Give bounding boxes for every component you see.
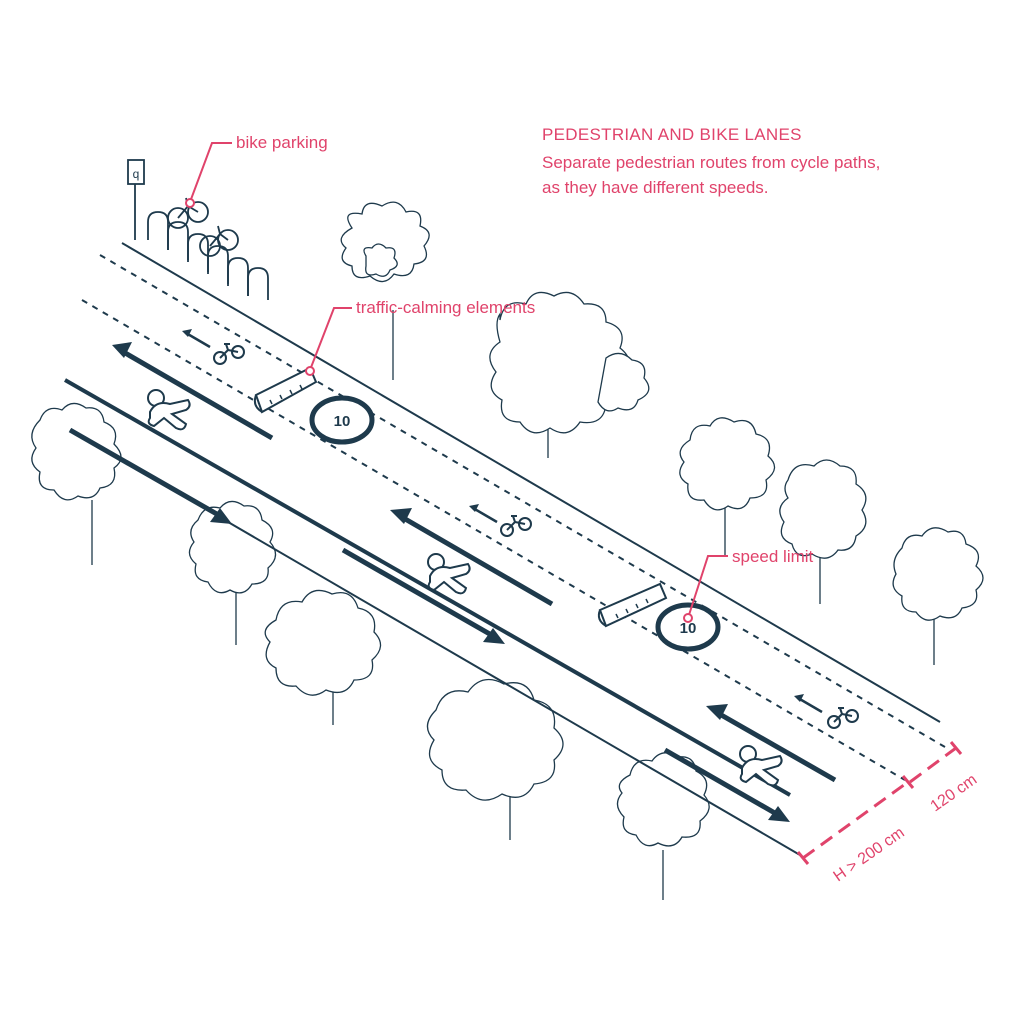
callout-dot [683, 613, 693, 623]
road-outer-edge-top [121, 242, 941, 723]
pedestrian-width-label: H > 200 cm [831, 824, 908, 885]
speed-limit-sign: 10 [309, 395, 375, 445]
bike-parking: q [127, 159, 269, 300]
speed-limit-sign: 10 [655, 602, 721, 652]
bicycle-icon [827, 707, 859, 729]
bike-parking-leader [189, 142, 232, 203]
bike-parking-label: bike parking [236, 133, 328, 152]
bicycle-icon [500, 515, 532, 537]
pedestrian-icon [739, 745, 783, 787]
callout-leaders [185, 142, 728, 623]
bike-arrow-icon [794, 694, 823, 714]
tree-icon [426, 678, 564, 840]
bike-width-dimension [909, 746, 957, 784]
speed-limit-value: 10 [334, 413, 351, 430]
arrow-left-icon [390, 508, 554, 607]
tree-group-lower [31, 402, 710, 900]
tree-icon [892, 527, 984, 665]
pedestrian-markings [147, 389, 783, 787]
tree-icon [340, 201, 430, 380]
traffic-calming-label: traffic-calming elements [356, 298, 535, 317]
parking-sign-icon [127, 159, 145, 185]
traffic-calming-leader [309, 307, 352, 371]
traffic-calming-elements [253, 366, 668, 628]
arrow-left-icon [706, 704, 837, 783]
speed-bump-icon [597, 582, 668, 628]
dimension-tick [949, 741, 963, 755]
parking-sign-label: q [133, 167, 140, 181]
pedestrian-lane-bold-edge [64, 378, 791, 797]
speed-limit-label: speed limit [732, 547, 814, 566]
dimension-tick [796, 851, 810, 865]
tree-icon [489, 291, 650, 458]
tree-icon [679, 417, 776, 556]
bicycle-icon [213, 343, 245, 365]
speed-limit-value: 10 [680, 620, 697, 637]
speed-limit-leader [687, 555, 728, 619]
dimension-markers [796, 741, 963, 865]
arrow-left-icon [112, 342, 274, 441]
bike-arrow-icon [469, 504, 498, 524]
dimension-tick [901, 775, 915, 789]
page-title: PEDESTRIAN AND BIKE LANES [542, 125, 802, 144]
bicycle-markings [213, 343, 859, 729]
pedestrian-icon [147, 389, 191, 431]
callout-dot [185, 198, 195, 208]
description-line-2: as they have different speeds. [542, 178, 769, 197]
parked-bicycle-icon [199, 225, 239, 257]
arrow-right-icon [341, 547, 505, 644]
bike-arrow-icon [182, 329, 211, 349]
bike-lane-divider-bottom [81, 299, 906, 781]
callout-dot [305, 366, 315, 376]
tree-icon [264, 589, 382, 725]
tree-group-upper [340, 201, 984, 665]
tree-icon [188, 500, 277, 645]
tree-icon [779, 459, 867, 604]
speed-bump-icon [253, 366, 318, 414]
arrow-right-icon [68, 427, 232, 524]
direction-arrows [68, 329, 837, 822]
tree-icon [31, 402, 122, 565]
bike-width-label: 120 cm [928, 771, 981, 815]
description-line-1: Separate pedestrian routes from cycle pa… [542, 153, 880, 172]
arrow-right-icon [663, 747, 790, 822]
pedestrian-icon [427, 553, 471, 595]
